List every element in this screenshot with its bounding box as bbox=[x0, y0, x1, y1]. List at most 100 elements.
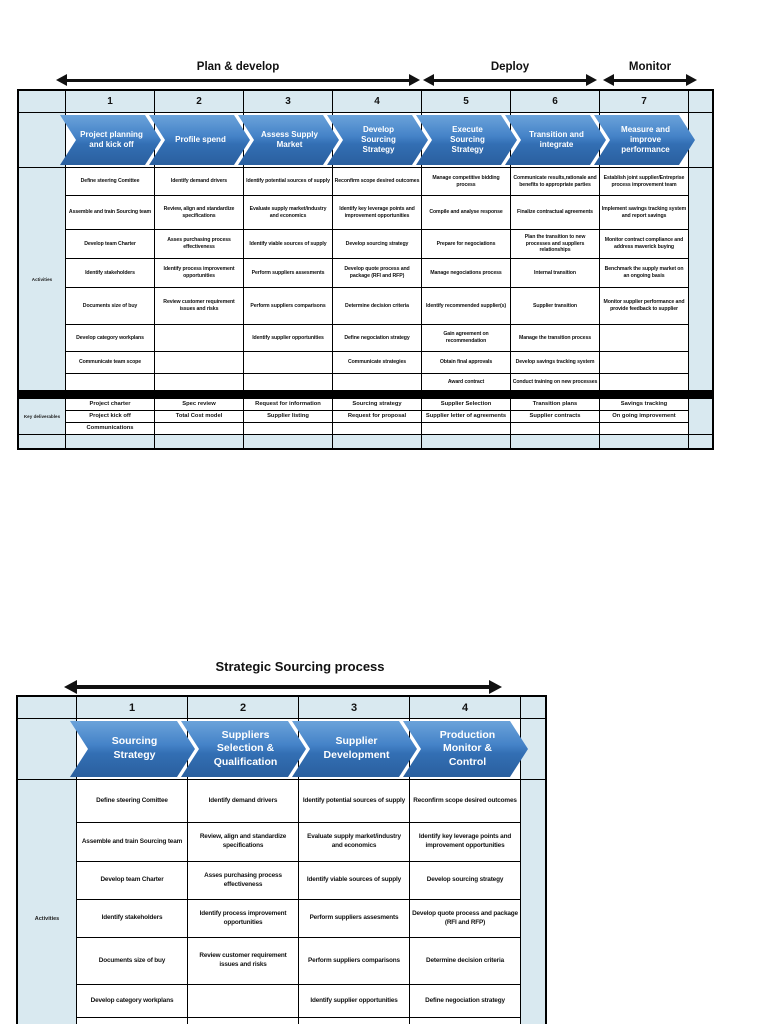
strategic-sourcing-arrow bbox=[77, 685, 489, 689]
deliverable-cell: Spec review bbox=[155, 399, 243, 410]
deliverable-cell bbox=[422, 423, 510, 434]
activity-cell: Identify stakeholders bbox=[77, 900, 187, 937]
activity-cell: Identify supplier opportunities bbox=[299, 985, 409, 1017]
activity-cell bbox=[188, 1018, 298, 1024]
activity-cell: Define negociation strategy bbox=[333, 325, 421, 351]
activity-cell: Award contract bbox=[422, 374, 510, 390]
deliverable-cell bbox=[511, 423, 599, 434]
activity-cell: Develop category workplans bbox=[77, 985, 187, 1017]
activity-cell bbox=[188, 985, 298, 1017]
activity-cell: Develop quote process and package (RFI a… bbox=[410, 900, 520, 937]
phase-label-plan-develop: Plan & develop bbox=[196, 61, 280, 73]
corner-cell bbox=[19, 91, 65, 112]
deliverable-cell: Total Cost model bbox=[155, 411, 243, 422]
summary-row-cell bbox=[244, 435, 332, 448]
activity-cell: Define steering Comittee bbox=[66, 168, 154, 195]
activity-cell: Evaluate supply market/industry and econ… bbox=[299, 823, 409, 861]
activity-cell: Asses purchasing process effectiveness bbox=[188, 862, 298, 899]
activity-cell: Evaluate supply market/industry and econ… bbox=[244, 196, 332, 229]
activity-cell: Perform suppliers assesments bbox=[299, 900, 409, 937]
summary-row-cell bbox=[333, 435, 421, 448]
activity-cell bbox=[600, 374, 688, 390]
activity-cell bbox=[77, 1018, 187, 1024]
activity-cell: Prepare for negociations bbox=[422, 230, 510, 258]
deliverable-cell: Project charter bbox=[66, 399, 154, 410]
step-number-cell: 7 bbox=[600, 91, 688, 112]
activity-cell: Define steering Comittee bbox=[77, 780, 187, 822]
deliverable-cell bbox=[600, 423, 688, 434]
process-step-chevron: Project planning and kick off bbox=[60, 115, 161, 165]
summary-row-cell bbox=[511, 435, 599, 448]
activity-cell: Identify supplier opportunities bbox=[244, 325, 332, 351]
activity-cell: Compile and analyse response bbox=[422, 196, 510, 229]
activity-cell: Determine decision criteria bbox=[410, 938, 520, 984]
deliverable-cell: Communications bbox=[66, 423, 154, 434]
activity-cell: Assemble and train Sourcing team bbox=[77, 823, 187, 861]
activity-cell bbox=[600, 352, 688, 373]
activity-cell: Define negociation strategy bbox=[410, 985, 520, 1017]
phase-label-monitor: Monitor bbox=[628, 61, 672, 73]
process-step-chevron: Develop Sourcing Strategy bbox=[327, 115, 428, 165]
activity-cell: Develop sourcing strategy bbox=[333, 230, 421, 258]
process-step-chevron: Suppliers Selection & Qualification bbox=[181, 721, 306, 777]
activity-cell: Manage the transition process bbox=[511, 325, 599, 351]
deliverable-cell: On going improvement bbox=[600, 411, 688, 422]
activity-cell: Communicate team scope bbox=[66, 352, 154, 373]
activity-cell: Identify potential sources of supply bbox=[244, 168, 332, 195]
activity-cell: Develop team Charter bbox=[77, 862, 187, 899]
activity-cell: Identify process improvement opportuniti… bbox=[155, 259, 243, 287]
process-step-chevron: Execute Sourcing Strategy bbox=[416, 115, 517, 165]
activity-cell: Obtain final approvals bbox=[422, 352, 510, 373]
activity-cell: Identify viable sources of supply bbox=[299, 862, 409, 899]
deliverable-cell bbox=[333, 423, 421, 434]
chevron-row-cell bbox=[689, 113, 712, 167]
group-label-activities: Activities bbox=[19, 168, 65, 390]
phase-arrow-monitor bbox=[614, 79, 686, 82]
spacer-cell bbox=[689, 168, 712, 390]
activity-cell: Perform suppliers comparisons bbox=[244, 288, 332, 324]
activity-cell: Gain agreement on recommendation bbox=[422, 325, 510, 351]
step-number-cell: 5 bbox=[422, 91, 510, 112]
deliverable-cell bbox=[155, 423, 243, 434]
activity-cell: Identify demand drivers bbox=[188, 780, 298, 822]
activity-cell: Manage negociations process bbox=[422, 259, 510, 287]
deliverable-cell: Transition plans bbox=[511, 399, 599, 410]
summary-row-cell bbox=[422, 435, 510, 448]
activity-cell: Asses purchasing process effectiveness bbox=[155, 230, 243, 258]
group-label-activities: Activities bbox=[18, 780, 76, 1024]
step-number-cell: 1 bbox=[77, 697, 187, 718]
activity-cell: Determine decision criteria bbox=[333, 288, 421, 324]
summary-row-cell bbox=[155, 435, 243, 448]
spacer-cell bbox=[689, 399, 712, 434]
activity-cell: Develop sourcing strategy bbox=[410, 862, 520, 899]
deliverable-cell: Sourcing strategy bbox=[333, 399, 421, 410]
deliverable-cell bbox=[244, 423, 332, 434]
process-step-chevron: Profile spend bbox=[149, 115, 250, 165]
deliverable-cell: Supplier contracts bbox=[511, 411, 599, 422]
activity-cell: Identify key leverage points and improve… bbox=[410, 823, 520, 861]
step-number-cell: 2 bbox=[188, 697, 298, 718]
activity-cell: Plan the transition to new processes and… bbox=[511, 230, 599, 258]
activity-cell: Identify viable sources of supply bbox=[244, 230, 332, 258]
activity-cell: Assemble and train Sourcing team bbox=[66, 196, 154, 229]
process-step-chevron: Transition and integrate bbox=[505, 115, 606, 165]
activity-cell: Develop team Charter bbox=[66, 230, 154, 258]
phase-arrow-plan-develop bbox=[67, 79, 409, 82]
deliverable-cell: Request for information bbox=[244, 399, 332, 410]
activity-cell: Identify recommended supplier(s) bbox=[422, 288, 510, 324]
activity-cell: Review, align and standardize specificat… bbox=[188, 823, 298, 861]
summary-row-cell bbox=[19, 435, 65, 448]
activity-cell: Identify stakeholders bbox=[66, 259, 154, 287]
activity-cell bbox=[600, 325, 688, 351]
activity-cell: Identify process improvement opportuniti… bbox=[188, 900, 298, 937]
step-number-cell: 3 bbox=[299, 697, 409, 718]
group-label-deliverables: Key deliverables bbox=[19, 399, 65, 434]
activity-cell: Review, align and standardize specificat… bbox=[155, 196, 243, 229]
step-number-cell: 2 bbox=[155, 91, 243, 112]
phase-label-deploy: Deploy bbox=[490, 61, 530, 73]
activity-cell: Identify demand drivers bbox=[155, 168, 243, 195]
activity-cell: Develop savings tracking system bbox=[511, 352, 599, 373]
deliverable-cell: Savings tracking bbox=[600, 399, 688, 410]
